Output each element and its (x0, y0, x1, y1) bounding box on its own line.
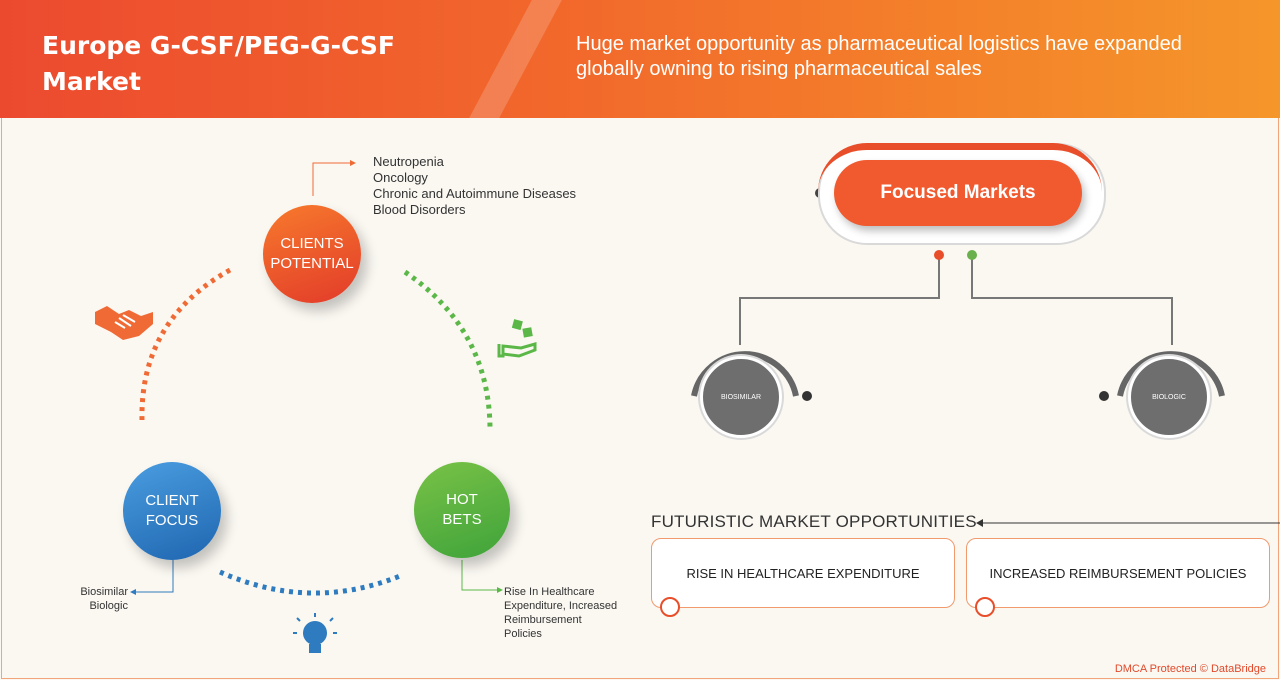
tree-left (739, 255, 940, 345)
detail-item: Rise In Healthcare (504, 586, 595, 598)
clients-potential-label-2: POTENTIAL (270, 255, 354, 272)
arc-left-orange (139, 267, 232, 421)
dice-hand-icon (497, 319, 537, 358)
clients-potential-node[interactable]: CLIENTS POTENTIAL (263, 205, 361, 303)
opportunity-marker (975, 597, 995, 617)
focused-markets-accent (818, 143, 1102, 241)
content-frame (1, 118, 1279, 679)
lightbulb-icon (293, 613, 337, 653)
client-focus-details: Biosimilar Biologic (80, 585, 128, 613)
hot-bets-label-1: HOT (446, 491, 478, 508)
clients-potential-label-1: CLIENTS (280, 235, 344, 252)
opportunity-marker (660, 597, 680, 617)
opportunity-box-2[interactable]: INCREASED REIMBURSEMENT POLICIES (966, 538, 1270, 617)
opportunity-label: RISE IN HEALTHCARE EXPENDITURE (686, 565, 920, 581)
tree-right (971, 255, 1173, 345)
segment-biologic[interactable]: BIOLOGIC (1128, 356, 1210, 438)
detail-item: Biosimilar (80, 586, 128, 598)
client-focus-label-1: CLIENT (145, 492, 199, 509)
client-focus-node[interactable]: CLIENT FOCUS (123, 462, 221, 560)
arc-right-green (403, 269, 493, 431)
clients-potential-details: Neutropenia Oncology Chronic and Autoimm… (373, 154, 576, 218)
hot-bets-details: Rise In Healthcare Expenditure, Increase… (504, 585, 617, 641)
focused-markets-button[interactable]: Focused Markets (834, 160, 1082, 226)
opportunity-box-1[interactable]: RISE IN HEALTHCARE EXPENDITURE (651, 538, 955, 617)
page-subtitle: Huge market opportunity as pharmaceutica… (576, 33, 1182, 80)
header-banner: Europe G-CSF/PEG-G-CSF Market Huge marke… (0, 0, 1280, 118)
futuristic-title: FUTURISTIC MARKET OPPORTUNITIES (651, 512, 977, 531)
leader-client-focus (136, 560, 174, 593)
leader-clients-potential (312, 162, 350, 196)
client-focus-label-2: FOCUS (145, 512, 199, 529)
opportunity-label: INCREASED REIMBURSEMENT POLICIES (989, 565, 1247, 581)
arc-bottom-blue (218, 569, 401, 596)
detail-item: Expenditure, Increased (504, 600, 618, 612)
leader-hot-bets (461, 560, 497, 591)
hot-bets-node[interactable]: HOT BETS (414, 462, 510, 558)
detail-item: Neutropenia (373, 154, 444, 169)
detail-item: Reimbursement (504, 614, 582, 626)
detail-item: Chronic and Autoimmune Diseases (373, 186, 577, 201)
segment-biosimilar[interactable]: BIOSIMILAR (700, 356, 782, 438)
handshake-icon (95, 306, 153, 340)
detail-item: Blood Disorders (373, 202, 466, 217)
detail-item: Biologic (89, 600, 128, 612)
detail-item: Policies (504, 628, 542, 640)
dmca-notice[interactable]: DMCA Protected © DataBridge (1114, 663, 1266, 675)
hot-bets-label-2: BETS (442, 511, 482, 528)
page-title: Europe G-CSF/PEG-G-CSF Market (42, 31, 395, 96)
detail-item: Oncology (373, 170, 428, 185)
